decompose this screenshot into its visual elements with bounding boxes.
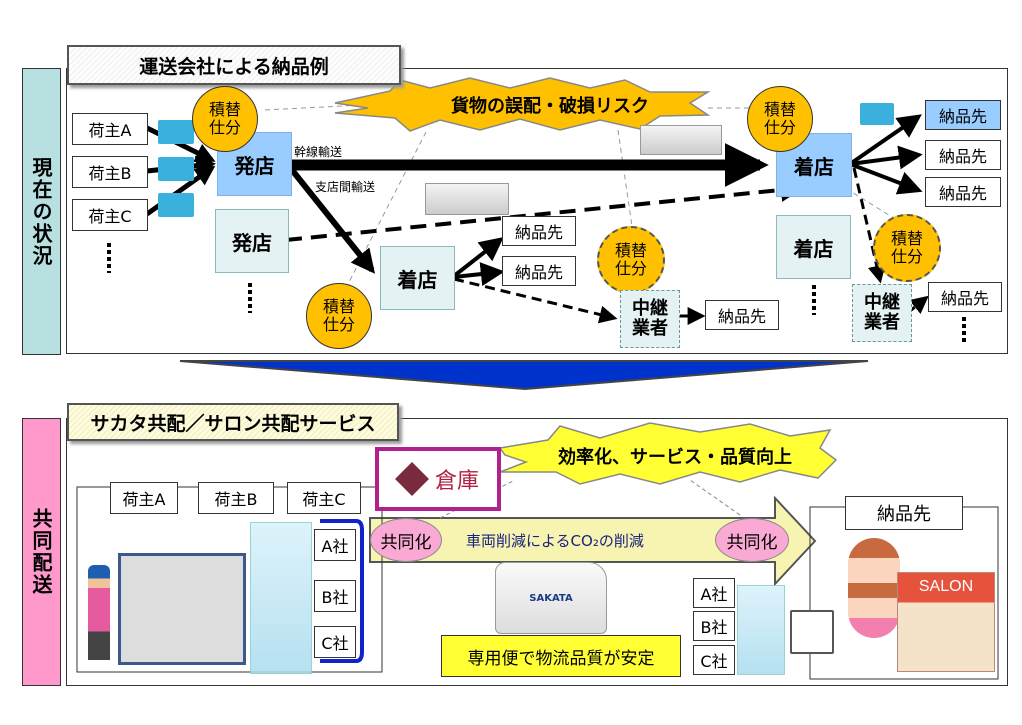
company-tag-b: B社 [314,580,356,612]
branch-label: 支店間輸送 [315,180,376,194]
delivery-destination: 納品先 [705,300,779,330]
origin-store-secondary: 発店 [215,209,289,273]
product-bins-illustration [250,522,312,674]
shipper-c: 荷主C [72,199,148,231]
shopping-bag-icon [790,610,834,654]
risk-burst-shape [334,77,711,132]
logo-text: 倉庫 [434,469,479,494]
delivery-destination: 納品先 [925,177,1001,207]
improve-burst-shape [498,422,838,485]
salon-building-illustration: SALON [897,572,995,672]
product-bins-illustration [737,585,785,675]
relay-carrier: 中継 業者 [852,284,912,342]
worker-illustration [88,565,110,660]
shipper-b: 荷主B [198,482,274,514]
relay-carrier: 中継 業者 [620,290,680,348]
salon-sign: SALON [918,578,974,595]
company-tag-c: C社 [314,626,356,658]
shipper-a: 荷主A [110,482,178,514]
van-brand-text: SAKATA [529,592,573,604]
more-origin-ellipsis [248,283,252,313]
joint-delivery-destination: 納品先 [845,496,963,530]
delivery-destination: 納品先 [925,140,1001,170]
company-tag-a: A社 [693,578,735,608]
dest-store-mid: 着店 [380,246,455,310]
transition-down-arrow [179,360,869,391]
large-truck-icon [425,183,509,215]
trunk-label: 幹線輸送 [294,145,343,159]
warehouse-house-icon [395,462,429,496]
delivery-destination: 納品先 [502,256,576,286]
joint-badge-left: 共同化 [370,518,442,562]
company-tag-a: A社 [314,529,356,561]
company-tag-b: B社 [693,611,735,641]
transfer-sort-circle: 積替 仕分 [747,86,813,152]
transfer-sort-circle: 積替 仕分 [192,86,258,152]
truck-icon [158,193,194,217]
company-bracket [320,519,364,663]
dedicated-service-note: 専用便で物流品質が安定 [441,635,681,677]
joint-section-title: サカタ共配／サロン共配サービス [67,403,399,441]
branch-arrow [289,168,375,274]
transfer-sort-circle: 積替 仕分 [597,226,665,294]
company-tag-c: C社 [693,645,735,675]
co2-reduction-label: 車両削減によるCO₂の削減 [466,532,644,550]
truck-icon [158,120,194,144]
more-delivery-ellipsis [962,317,966,345]
hairdresser-illustration [848,538,900,638]
joint-badge-right: 共同化 [715,518,789,562]
dest-store-secondary: 着店 [776,215,851,279]
current-section-title: 運送会社による納品例 [67,45,401,85]
more-dest-ellipsis [812,285,816,315]
shipper-c: 荷主C [287,482,361,514]
warehouse-shelf-illustration [118,553,246,665]
shipper-b: 荷主B [72,156,148,188]
improve-burst-label: 効率化、サービス・品質向上 [558,447,792,468]
truck-icon [860,103,894,125]
delivery-destination: 納品先 [925,100,1001,130]
rakuraku-warehouse-logo: 倉庫 [375,447,501,511]
transfer-sort-circle: 積替 仕分 [873,214,941,282]
large-truck-icon [640,125,722,155]
delivery-van-illustration: SAKATA [495,562,607,634]
shipper-a: 荷主A [72,113,148,145]
delivery-destination: 納品先 [502,216,576,246]
truck-icon [158,157,194,181]
transfer-sort-circle: 積替 仕分 [306,283,372,349]
more-shippers-ellipsis [107,243,111,273]
current-status-label: 現在の状況 [22,68,61,355]
delivery-destination: 納品先 [928,282,1002,312]
joint-delivery-label: 共同配送 [22,418,61,686]
joint-arrow-shape [369,495,817,587]
risk-burst-label: 貨物の誤配・破損リスク [451,96,649,117]
